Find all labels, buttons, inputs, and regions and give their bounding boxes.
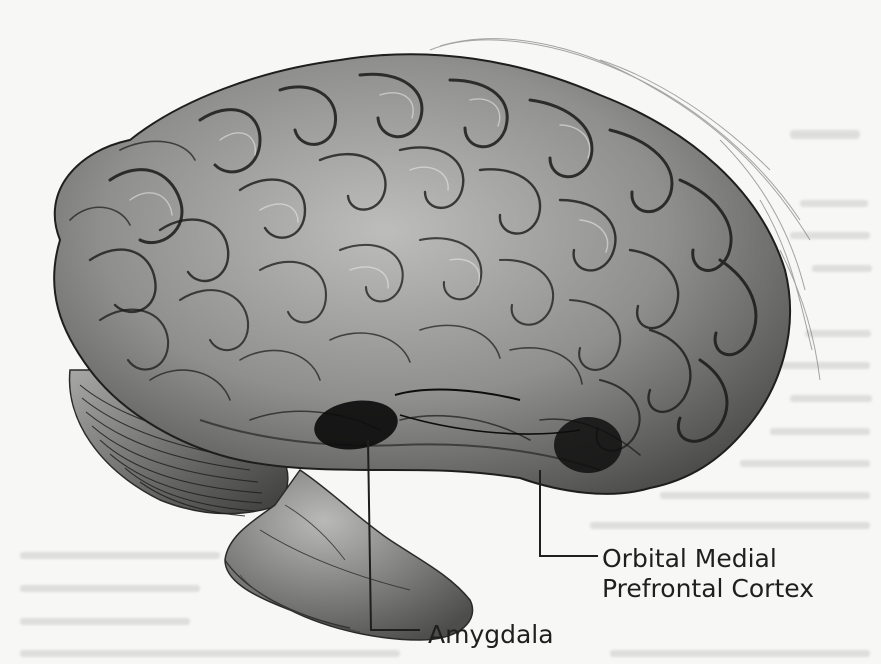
ompfc-label-line-2: Prefrontal Cortex — [602, 574, 814, 604]
ompfc-label-line-1: Orbital Medial — [602, 544, 814, 574]
orbital-medial-prefrontal-region — [554, 417, 622, 473]
amygdala-label: Amygdala — [428, 620, 554, 650]
cerebrum — [54, 54, 790, 494]
orbital-medial-prefrontal-cortex-label: Orbital Medial Prefrontal Cortex — [602, 544, 814, 604]
